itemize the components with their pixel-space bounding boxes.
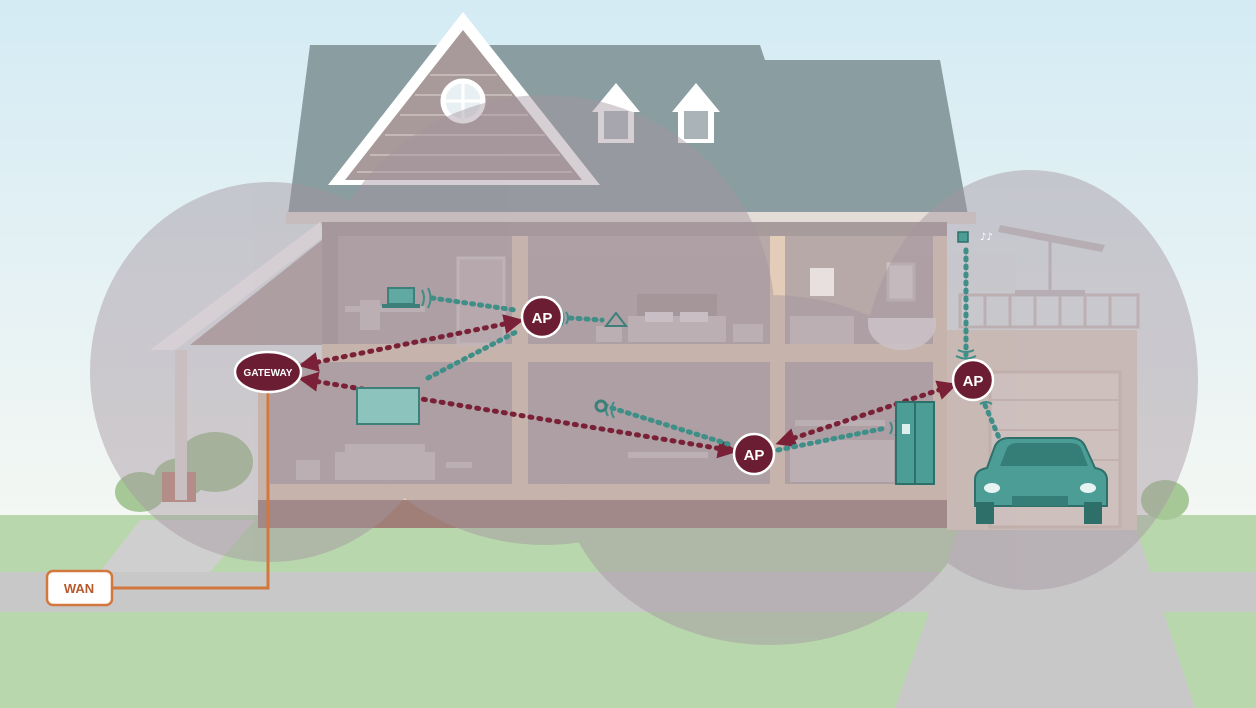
dormer-right — [672, 83, 720, 143]
ap-node-garage: AP — [951, 358, 995, 402]
client-links — [425, 247, 1003, 453]
ap-downstairs-label: AP — [744, 447, 765, 464]
ground-floor — [258, 484, 963, 500]
tv-icon — [356, 387, 420, 425]
roof-eave — [286, 212, 976, 224]
gateway-node: GATEWAY — [233, 350, 303, 394]
camera-icon — [594, 399, 608, 413]
wan-node: WAN — [45, 569, 114, 607]
svg-text:♪♪: ♪♪ — [980, 232, 993, 243]
porch-roof — [150, 222, 325, 350]
thermostat-icon — [603, 311, 629, 327]
gateway-label: GATEWAY — [244, 368, 293, 379]
ap-upstairs-label: AP — [532, 310, 553, 327]
wan-cable — [112, 388, 270, 590]
speaker-icon: ♪♪ — [957, 231, 993, 243]
laptop-icon — [382, 287, 420, 308]
fridge-icon — [895, 401, 935, 485]
porch-roof-siding — [190, 240, 322, 345]
car-icon — [974, 437, 1108, 524]
ap-garage-label: AP — [963, 373, 984, 390]
patio-umbrella — [998, 225, 1105, 252]
wan-label: WAN — [64, 581, 94, 596]
gable-siding-lines — [357, 74, 572, 173]
driveway — [895, 525, 1195, 708]
ap-node-upstairs: AP — [520, 295, 564, 339]
foundation — [258, 500, 958, 528]
ap-node-downstairs: AP — [732, 432, 776, 476]
dormer-left — [592, 83, 640, 143]
front-path — [100, 520, 255, 572]
